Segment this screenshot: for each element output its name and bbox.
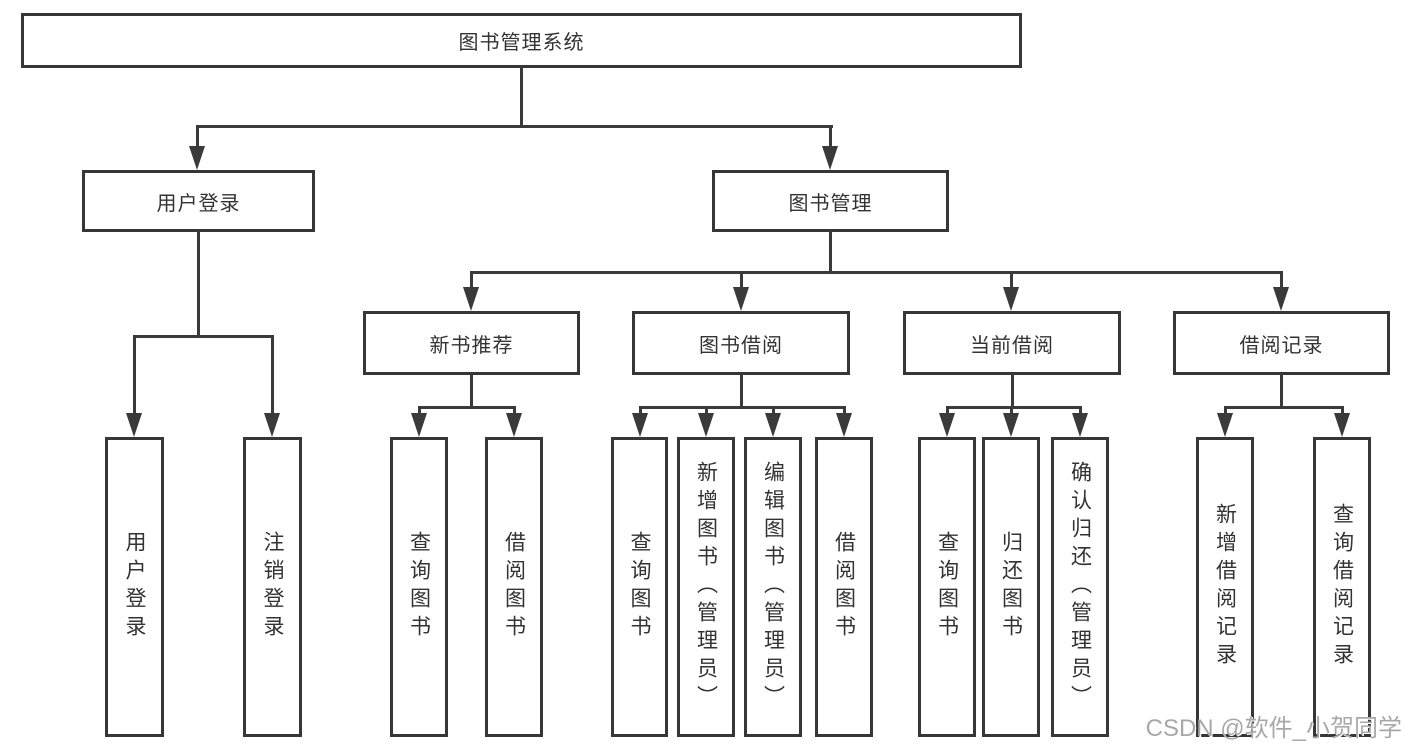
leaf-records-add-borrow-record: 新增借阅记录: [1196, 437, 1254, 737]
arrow-down-head: [822, 146, 838, 170]
leaf-current-return-books-label: 归还图书: [999, 531, 1023, 643]
connector-line-vertical: [133, 335, 136, 420]
connector-line-vertical: [829, 230, 832, 274]
node-book-management: 图书管理: [712, 170, 949, 232]
connector-line-vertical: [1010, 406, 1013, 418]
connector-line-vertical: [843, 406, 846, 418]
connector-line-vertical: [740, 271, 743, 293]
node-book-borrowing: 图书借阅: [632, 311, 850, 375]
connector-line-vertical: [740, 373, 743, 409]
leaf-borrowing-add-books-admin-label: 新增图书（管理员）: [694, 461, 718, 713]
node-user-login: 用户登录: [82, 170, 315, 232]
connector-line-vertical: [1341, 406, 1344, 418]
arrow-down-head: [765, 413, 781, 437]
node-current-borrowing: 当前借阅: [903, 311, 1121, 375]
connector-line-horizontal: [133, 335, 274, 338]
connector-line-horizontal: [196, 125, 833, 128]
arrow-down-head: [698, 413, 714, 437]
leaf-user-login-label: 用户登录: [123, 531, 146, 643]
arrow-down-head: [1217, 413, 1233, 437]
leaf-current-confirm-return-admin: 确认归还（管理员）: [1051, 437, 1109, 737]
arrow-down-head: [264, 413, 280, 437]
watermark-csdn: CSDN @软件_小贺同学: [1145, 715, 1402, 742]
connector-line-vertical: [1280, 373, 1283, 409]
connector-line-horizontal: [1224, 406, 1343, 409]
connector-line-vertical: [196, 125, 199, 153]
connector-line-vertical: [639, 406, 642, 418]
connector-line-horizontal: [946, 406, 1081, 409]
leaf-logout-login-label: 注销登录: [261, 531, 284, 643]
arrow-down-head: [1072, 413, 1088, 437]
connector-line-horizontal: [470, 271, 1283, 274]
leaf-records-query-borrow-record: 查询借阅记录: [1313, 437, 1371, 737]
connector-line-vertical: [1010, 271, 1013, 293]
arrow-down-head: [836, 413, 852, 437]
arrow-down-head: [463, 287, 479, 311]
connector-line-vertical: [829, 125, 832, 153]
node-current-borrowing-label: 当前借阅: [970, 334, 1054, 357]
arrow-down-head: [632, 413, 648, 437]
connector-line-vertical: [418, 406, 421, 418]
node-borrowing-records-label: 借阅记录: [1239, 334, 1324, 357]
leaf-borrowing-edit-books-admin-label: 编辑图书（管理员）: [761, 461, 785, 713]
leaf-current-query-books: 查询图书: [918, 437, 976, 737]
leaf-borrowing-query-books: 查询图书: [611, 437, 668, 737]
arrow-down-head: [126, 413, 142, 437]
leaf-records-query-borrow-record-label: 查询借阅记录: [1330, 503, 1354, 671]
leaf-recommend-query-books-label: 查询图书: [407, 531, 431, 643]
connector-line-horizontal: [418, 406, 515, 409]
connector-line-vertical: [1011, 373, 1014, 409]
arrow-down-head: [189, 146, 205, 170]
leaf-recommend-query-books: 查询图书: [390, 437, 448, 737]
leaf-borrowing-borrow-books-label: 借阅图书: [832, 531, 856, 643]
connector-line-vertical: [470, 373, 473, 409]
arrow-down-head: [1003, 287, 1019, 311]
node-book-borrowing-label: 图书借阅: [699, 334, 783, 357]
connector-line-vertical: [1280, 271, 1283, 293]
node-book-management-label: 图书管理: [788, 192, 873, 215]
node-root: 图书管理系统: [21, 13, 1022, 68]
connector-line-vertical: [946, 406, 949, 418]
arrow-down-head: [733, 287, 749, 311]
arrow-down-head: [506, 413, 522, 437]
connector-line-vertical: [513, 406, 516, 418]
connector-line-vertical: [772, 406, 775, 418]
leaf-borrowing-borrow-books: 借阅图书: [815, 437, 873, 737]
arrow-down-head: [411, 413, 427, 437]
leaf-borrowing-query-books-label: 查询图书: [628, 531, 651, 643]
node-borrowing-records: 借阅记录: [1173, 311, 1390, 375]
node-new-book-recommend: 新书推荐: [363, 311, 580, 375]
node-user-login-label: 用户登录: [156, 192, 241, 215]
arrow-down-head: [1273, 287, 1289, 311]
connector-line-vertical: [470, 271, 473, 293]
connector-line-vertical: [705, 406, 708, 418]
connector-line-vertical: [197, 230, 200, 338]
leaf-borrowing-edit-books-admin: 编辑图书（管理员）: [744, 437, 802, 737]
arrow-down-head: [1334, 413, 1350, 437]
connector-line-vertical: [520, 66, 523, 126]
leaf-current-return-books: 归还图书: [982, 437, 1040, 737]
leaf-records-add-borrow-record-label: 新增借阅记录: [1213, 503, 1237, 671]
node-root-label: 图书管理系统: [458, 32, 585, 54]
arrow-down-head: [939, 413, 955, 437]
leaf-borrowing-add-books-admin: 新增图书（管理员）: [677, 437, 735, 737]
leaf-user-login: 用户登录: [105, 437, 164, 737]
leaf-current-confirm-return-admin-label: 确认归还（管理员）: [1068, 461, 1092, 713]
leaf-current-query-books-label: 查询图书: [935, 531, 959, 643]
node-new-book-recommend-label: 新书推荐: [429, 334, 514, 357]
arrow-down-head: [1003, 413, 1019, 437]
leaf-recommend-borrow-books: 借阅图书: [485, 437, 543, 737]
connector-line-vertical: [1079, 406, 1082, 418]
connector-line-horizontal: [639, 406, 845, 409]
leaf-logout-login: 注销登录: [243, 437, 302, 737]
leaf-recommend-borrow-books-label: 借阅图书: [502, 531, 526, 643]
connector-line-vertical: [1224, 406, 1227, 418]
connector-line-vertical: [271, 335, 274, 420]
